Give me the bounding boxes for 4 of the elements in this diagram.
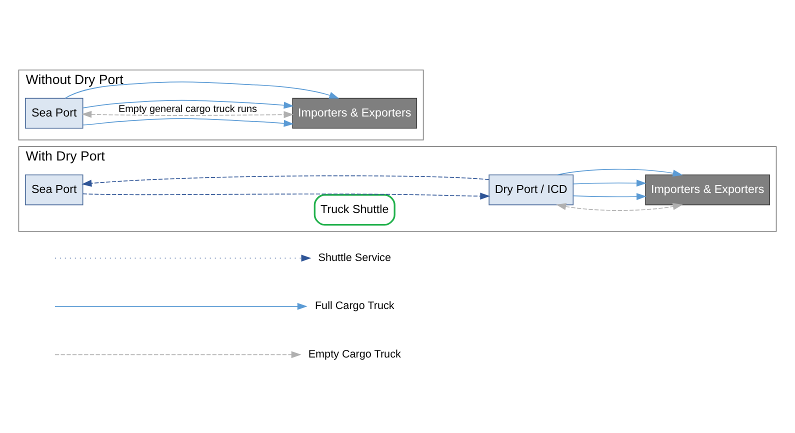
legend-label: Full Cargo Truck [314,300,394,312]
edge-label: Empty general cargo truck runs [118,104,257,116]
legend-label: Empty Cargo Truck [308,348,401,361]
legend-label: Shuttle Service [318,252,391,264]
